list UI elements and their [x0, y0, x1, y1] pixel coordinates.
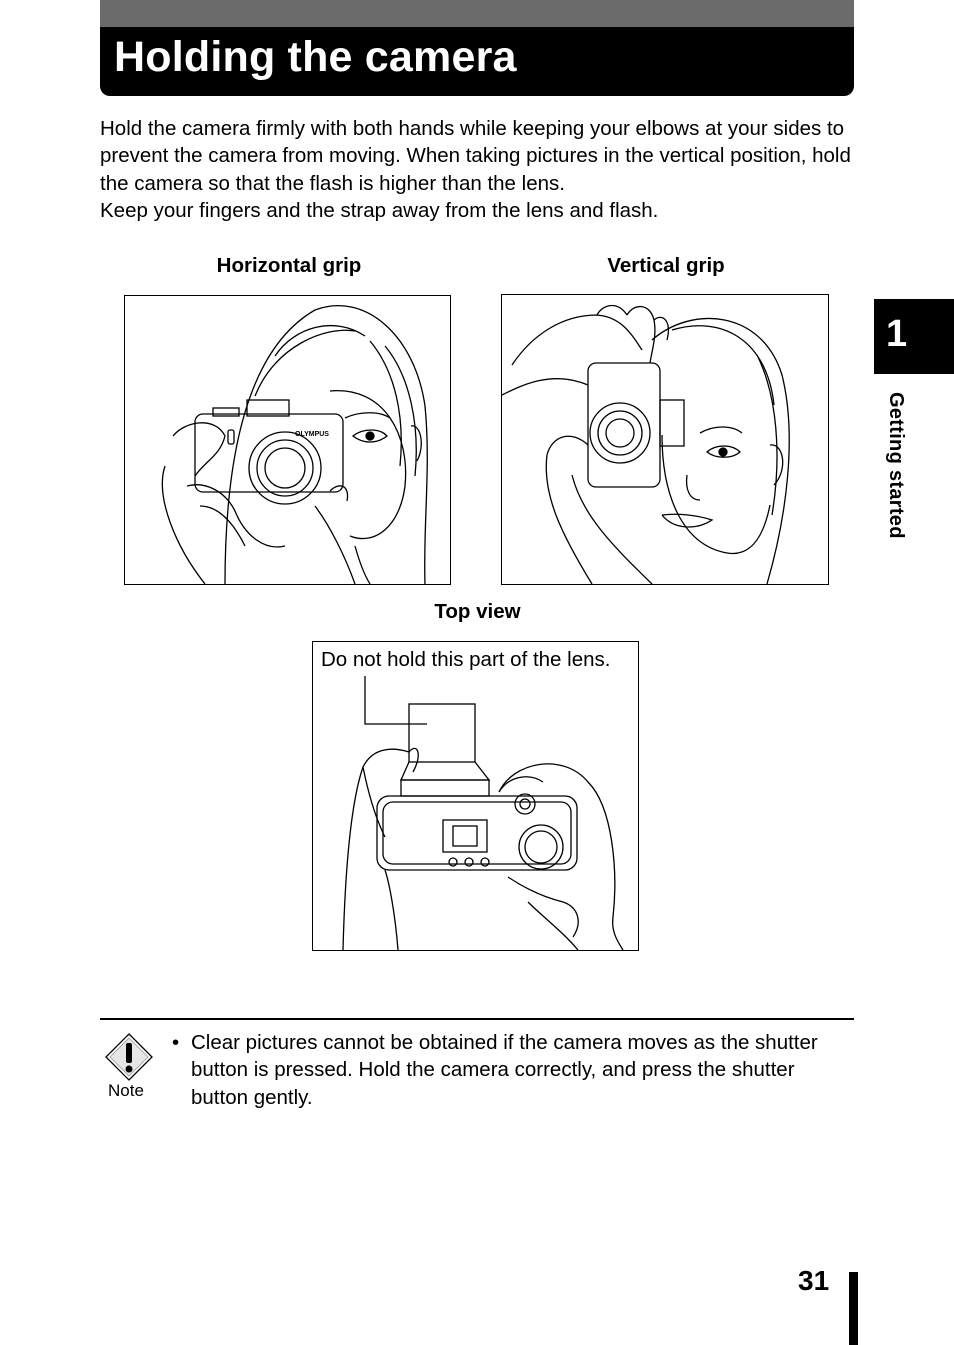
chapter-title: Getting started — [885, 392, 907, 539]
title-top-band — [100, 0, 854, 27]
note-divider — [100, 1018, 854, 1020]
horizontal-grip-illustration: OLYMPUS — [124, 295, 451, 585]
camera-brand-text: OLYMPUS — [295, 431, 329, 438]
intro-paragraph-1: Hold the camera firmly with both hands w… — [100, 117, 851, 195]
note-text: Clear pictures cannot be obtained if the… — [191, 1031, 818, 1109]
top-view-label: Top view — [434, 600, 521, 623]
lens-callout-text: Do not hold this part of the lens. — [321, 648, 611, 671]
vertical-grip-illustration — [501, 294, 829, 585]
chapter-tab: 1 — [874, 299, 954, 374]
warning-note-icon — [105, 1033, 153, 1081]
intro-paragraph-2: Keep your fingers and the strap away fro… — [100, 199, 659, 223]
horizontal-grip-label: Horizontal grip — [216, 254, 362, 277]
note-caption: Note — [108, 1081, 144, 1100]
intro-text: Hold the camera firmly with both hands w… — [100, 115, 860, 225]
title-bar: Holding the camera — [100, 0, 854, 96]
chapter-number: 1 — [886, 313, 908, 355]
note-bullet: • — [172, 1031, 180, 1054]
page-number: 31 — [798, 1265, 830, 1296]
vertical-grip-label: Vertical grip — [607, 254, 725, 277]
top-view-illustration: Do not hold this part of the lens. — [312, 641, 639, 951]
page-number-bar — [849, 1272, 858, 1345]
page-title: Holding the camera — [114, 33, 517, 81]
